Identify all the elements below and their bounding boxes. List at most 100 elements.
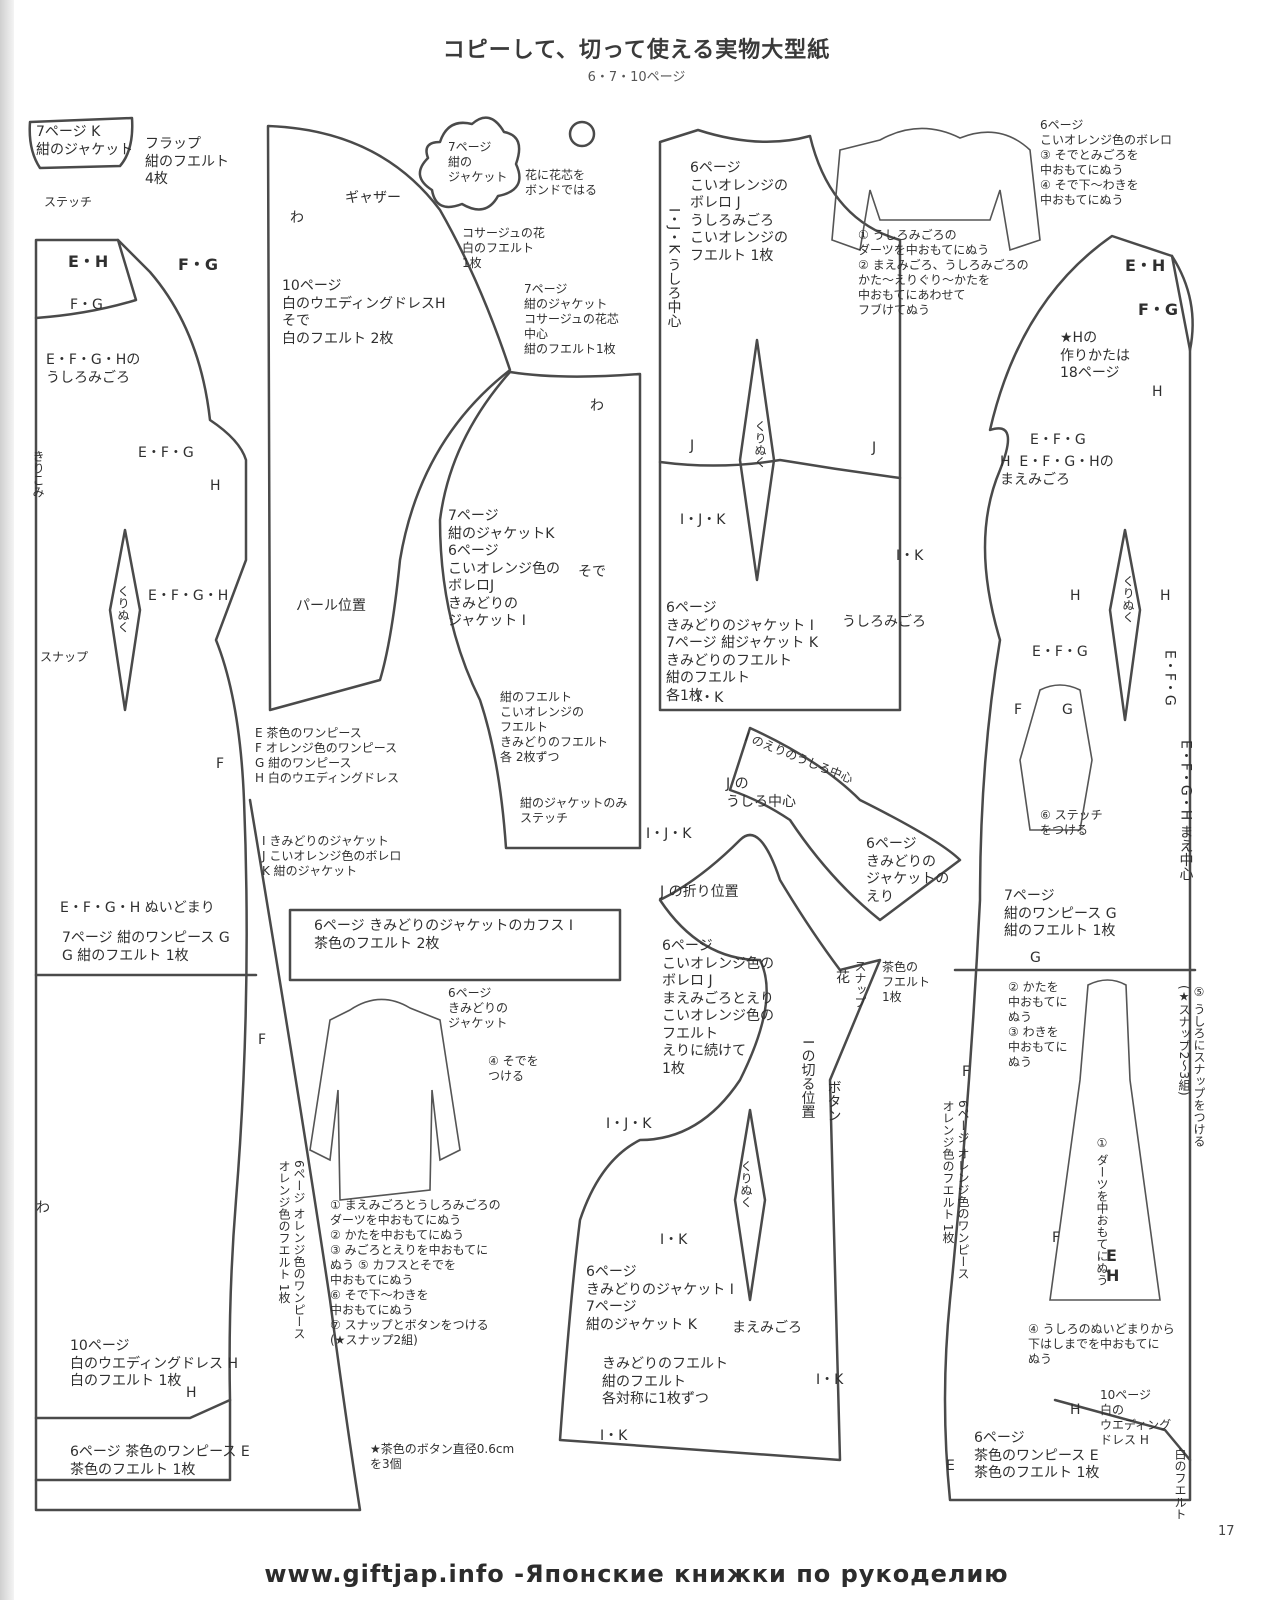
jacket-sleeve-piece bbox=[438, 370, 642, 850]
kurinuku-left-label: くりぬく bbox=[116, 585, 130, 633]
orange-dress-vert-label: 6ページ オレンジ色のワンピース オレンジ色のフエルト 1枚 bbox=[277, 1160, 306, 1340]
h-right-2: H bbox=[1160, 588, 1171, 604]
navy-only-stitch-label: 紺のジャケットのみ ステッチ bbox=[520, 796, 628, 825]
cuff-label: 6ページ きみどりのジャケットのカフス I 茶色のフエルト 2枚 bbox=[314, 918, 573, 952]
back-bodice-left-piece bbox=[34, 238, 248, 1482]
ijk-back-center-label: I・J・K うしろ中心 bbox=[665, 208, 682, 328]
efg-right-label: E・F・G bbox=[1030, 432, 1086, 448]
watermark-footer: www.giftjap.info -Японские книжки по рук… bbox=[264, 1560, 1009, 1588]
dart-label: ① ダーツを中おもてにぬう bbox=[1095, 1136, 1109, 1286]
dart-diamond-right bbox=[1108, 528, 1142, 722]
j-fold-label: J の折り位置 bbox=[660, 884, 739, 900]
bolero-back-piece bbox=[658, 128, 902, 712]
h-bottom-left-label: H bbox=[186, 1385, 197, 1401]
f-mid-left-label: F bbox=[258, 1032, 267, 1048]
dart-diamond-left bbox=[108, 528, 142, 712]
f-left-label: F bbox=[216, 756, 225, 772]
seam-end-label: E・F・G・H ぬいどまり bbox=[60, 900, 215, 916]
page-title: コピーして、切って使える実物大型紙 bbox=[442, 38, 831, 63]
corsage-tag-label: 7ページ 紺の ジャケット bbox=[448, 140, 508, 184]
ushiro-migoro-label: うしろみごろ bbox=[842, 614, 926, 630]
button-note-label: ★茶色のボタン直径0.6cm を3個 bbox=[370, 1442, 515, 1471]
kurinuku-right-label: くりぬく bbox=[1121, 575, 1135, 623]
right-h-hem bbox=[1053, 1398, 1192, 1462]
snap-left-label: スナップ bbox=[40, 650, 89, 664]
front-felt-label: きみどりのフエルト 紺のフエルト 各対称に1枚ずつ bbox=[602, 1356, 728, 1407]
h-right-label: H bbox=[1152, 384, 1163, 400]
cut-position-label: I の切る位置 bbox=[799, 1040, 816, 1119]
efgh-front-label: H E・F・G・Hの まえみごろ bbox=[1000, 454, 1114, 488]
brown-back-label: 6ページ 茶色のワンピース E 茶色のフエルト 1枚 bbox=[70, 1444, 250, 1478]
wedding-sleeve-piece bbox=[266, 124, 512, 712]
ik-bottom-back: I・K bbox=[696, 690, 724, 706]
navy-dress-back-label: 7ページ 紺のワンピース G G 紺のフエルト 1枚 bbox=[62, 930, 230, 964]
right-neck-curve bbox=[1170, 254, 1194, 352]
efgh-left-label: E・F・G・H bbox=[148, 588, 229, 604]
corsage-center-label: 7ページ 紺のジャケット コサージュの花芯 中心 紺のフエルト1枚 bbox=[524, 282, 619, 356]
h-howto-label: ★Hの 作りかたは 18ページ bbox=[1060, 330, 1130, 381]
e-bottom-label: E bbox=[946, 1458, 955, 1474]
h-left-label: H bbox=[210, 478, 221, 494]
bolero-front-label: 6ページ こいオレンジ色の ボレロ J まえみごろとえり こいオレンジ色の フエ… bbox=[662, 938, 774, 1077]
snap-mid-label: スナップ bbox=[853, 960, 867, 1008]
bolero-back-label: 6ページ こいオレンジの ボレロ J うしろみごろ こいオレンジの フエルト 1… bbox=[690, 160, 788, 264]
wedding-front-label: 10ページ 白の ウエディング ドレス H bbox=[1100, 1388, 1172, 1447]
mae-migoro-label: まえみごろ bbox=[732, 1320, 802, 1336]
fg-top-right-label: F・G bbox=[1138, 300, 1179, 319]
brown-felt-flower-label: 茶色の フエルト 1枚 bbox=[882, 960, 931, 1004]
h-bottom-right-label: H bbox=[1070, 1402, 1081, 1418]
flap-k-label: 7ページ K 紺のジャケット bbox=[36, 124, 134, 158]
page-subtitle: 6・7・10ページ bbox=[587, 70, 686, 85]
cuff-piece bbox=[288, 908, 622, 982]
long-dress-illustration bbox=[1049, 979, 1161, 1301]
j-mark-left: J bbox=[690, 438, 695, 454]
ik-front-label: I・K bbox=[660, 1232, 688, 1248]
eh-top-left-label: E・H bbox=[68, 252, 109, 271]
fg-side-left-label: F・G bbox=[70, 297, 103, 313]
button-label: ボタン bbox=[825, 1080, 842, 1122]
flower-label: 花 bbox=[836, 970, 850, 986]
back-bodice-left-inner bbox=[34, 238, 138, 320]
dress-instructions-right: ⑤ うしろにスナップをつける (★スナップ2〜3組) bbox=[1177, 985, 1206, 1147]
corsage-center-piece bbox=[568, 120, 596, 148]
ik-mark-right: I・K bbox=[896, 548, 924, 564]
white-felt-label: 白のフエルト bbox=[1173, 1448, 1187, 1520]
dart-diamond-center-bottom bbox=[733, 1108, 767, 1302]
dress-list-label: E 茶色のワンピース F オレンジ色のワンピース G 紺のワンピース H 白のウ… bbox=[255, 726, 399, 785]
kurinuku-front-label: くりぬく bbox=[739, 1160, 753, 1208]
fold-mark-left: わ bbox=[36, 1200, 50, 1216]
page-number: 17 bbox=[1218, 1524, 1235, 1539]
flap-desc-label: フラップ 紺のフエルト 4枚 bbox=[145, 136, 229, 187]
ik-bottom-mid: I・K bbox=[600, 1428, 628, 1444]
f-right-label: F bbox=[1014, 702, 1023, 718]
dart-diamond-center-top bbox=[738, 338, 776, 582]
sleeve-felt-label: 紺のフエルト こいオレンジの フエルト きみどりのフエルト 各 2枚ずつ bbox=[500, 690, 609, 764]
front-bodice-piece bbox=[558, 833, 882, 1462]
g-mark-label: G bbox=[1062, 702, 1073, 718]
f-dress-label: F bbox=[1052, 1230, 1061, 1246]
kiri-label: きりこみ bbox=[31, 450, 45, 498]
bolero-illustration bbox=[831, 127, 1041, 252]
fg-top-left-label: F・G bbox=[178, 255, 219, 274]
j-back-center-label: J の うしろ中心 bbox=[726, 776, 796, 810]
wedding-back-label: 10ページ 白のウエディングドレス H 白のフエルト 1枚 bbox=[70, 1338, 238, 1389]
front-bodice-right-piece bbox=[943, 234, 1192, 1502]
ijk-mark-label: I・J・K bbox=[680, 512, 726, 528]
stitch-on-label: ⑥ ステッチ をつける bbox=[1040, 808, 1103, 837]
flower-note-label: 花に花芯を ボンドではる bbox=[525, 168, 598, 197]
dress-seam-label: ④ うしろのぬいどまりから 下はしまでを中おもてに ぬう bbox=[1028, 1322, 1175, 1366]
pearl-position-label: パール位置 bbox=[296, 598, 366, 614]
orange-dress-right-label: 6ページ オレンジ色のワンピース オレンジ色のフエルト 1枚 bbox=[941, 1100, 970, 1280]
collar-piece bbox=[728, 726, 962, 922]
sleeve-ijk-label: 7ページ 紺のジャケットK 6ページ こいオレンジ色の ボレロJ きみどりの ジ… bbox=[448, 508, 560, 629]
efg-left-label: E・F・G bbox=[138, 445, 194, 461]
gather-label: ギャザー bbox=[345, 190, 401, 206]
fold-mark-sleeve: わ bbox=[290, 210, 304, 226]
ijk-sleeve-bottom-label: I・J・K bbox=[646, 826, 692, 842]
jacket-illus-label: 6ページ きみどりの ジャケット bbox=[448, 986, 509, 1030]
ik-bottom-right: I・K bbox=[816, 1372, 844, 1388]
jacket-instructions-label: ① まえみごろとうしろみごろの ダーツを中おもてにぬう ② かたを中おもてにぬう… bbox=[330, 1198, 501, 1347]
dress-skirt-piece bbox=[34, 798, 362, 1512]
bolero-instructions-label: 6ページ こいオレンジ色のボレロ ③ そでとみごろを 中おもてにぬう ④ そで下… bbox=[1040, 118, 1173, 207]
